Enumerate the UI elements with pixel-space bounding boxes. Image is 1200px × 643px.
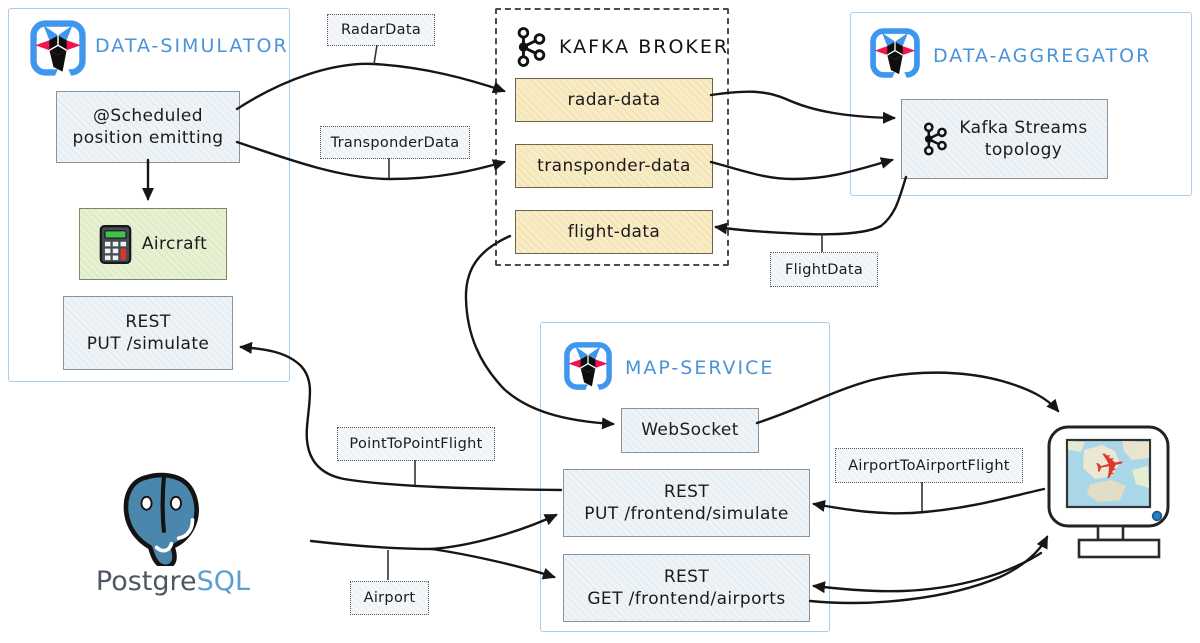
node-scheduled-position-emitting: @Scheduled position emitting: [56, 91, 240, 163]
postgresql-suffix: SQL: [196, 566, 251, 597]
node-rest-get-frontend-airports: REST GET /frontend/airports: [563, 554, 810, 622]
service-title-data-aggregator: DATA-AGGREGATOR: [933, 45, 1152, 67]
transponder-data-label-text: TransponderData: [330, 134, 460, 151]
flight-topic-label: flight-data: [567, 221, 661, 242]
websocket-label: WebSocket: [641, 420, 739, 441]
node-rest-put-simulate: REST PUT /simulate: [63, 296, 233, 370]
node-topic-flight-data: flight-data: [515, 210, 713, 254]
container-kafka-broker: KAFKA BROKER radar-data transponder-data…: [495, 8, 729, 266]
kafka-streams-line2: topology: [984, 140, 1063, 160]
tick-radar-data-label: [373, 44, 378, 65]
arrow-monitor-to-get-frontend-airports: [812, 551, 1043, 594]
kafka-streams-line1: Kafka Streams: [959, 117, 1088, 138]
rest-frontend-airports-line1: REST: [663, 566, 710, 587]
service-title-map-service: MAP-SERVICE: [625, 357, 775, 379]
container-data-simulator: DATA-SIMULATOR @Scheduled position emitt…: [8, 8, 290, 382]
scheduled-line2: position emitting: [72, 128, 224, 148]
rest-simulate-line1: REST: [125, 311, 171, 332]
node-topic-transponder-data: transponder-data: [515, 144, 713, 188]
rest-frontend-simulate-line1: REST: [663, 481, 710, 502]
arrow-get-frontend-airports-to-monitor: [808, 535, 1049, 605]
line-postgresql-trunk: [309, 539, 434, 551]
node-websocket: WebSocket: [621, 408, 759, 453]
container-map-service: MAP-SERVICE WebSocket REST PUT /frontend…: [540, 322, 830, 632]
service-title-data-simulator: DATA-SIMULATOR: [95, 35, 289, 57]
arrow-monitor-to-put-frontend-simulate: [812, 487, 1046, 515]
arrow-postgresql-to-put-frontend-simulate: [430, 513, 558, 551]
node-rest-put-frontend-simulate: REST PUT /frontend/simulate: [563, 469, 810, 537]
label-flight-data: FlightData: [770, 252, 878, 287]
quarkus-icon: [29, 19, 87, 77]
label-radar-data: RadarData: [327, 14, 435, 46]
postgresql-group: PostgreSQL: [88, 462, 258, 607]
scheduled-line1: @Scheduled: [93, 105, 203, 126]
calculator-icon: [99, 224, 132, 265]
label-point-to-point-flight: PointToPointFlight: [337, 427, 495, 461]
label-transponder-data: TransponderData: [320, 126, 470, 159]
postgresql-wordmark: PostgreSQL: [88, 566, 258, 597]
rest-frontend-simulate-line2: PUT /frontend/simulate: [584, 504, 789, 524]
point-to-point-flight-label-text: PointToPointFlight: [349, 436, 483, 452]
node-kafka-streams-topology: Kafka Streams topology: [901, 99, 1108, 179]
postgresql-elephant-icon: [118, 470, 210, 570]
airport-label-text: Airport: [363, 590, 416, 606]
airport-to-airport-flight-label-text: AirportToAirportFlight: [848, 457, 1010, 474]
label-airport: Airport: [350, 581, 429, 615]
label-airport-to-airport-flight: AirportToAirportFlight: [835, 448, 1023, 483]
quarkus-icon: [869, 27, 921, 79]
node-topic-radar-data: radar-data: [515, 78, 713, 122]
rest-simulate-line2: PUT /simulate: [86, 334, 210, 354]
postgresql-prefix: Postgre: [95, 566, 197, 597]
transponder-topic-label: transponder-data: [537, 155, 691, 176]
rest-frontend-airports-line2: GET /frontend/airports: [587, 589, 786, 609]
node-aircraft: Aircraft: [79, 208, 227, 280]
service-title-kafka-broker: KAFKA BROKER: [559, 36, 730, 58]
radar-data-label-text: RadarData: [340, 22, 421, 38]
flight-data-label-text: FlightData: [784, 261, 864, 278]
quarkus-icon: [563, 341, 613, 391]
arrow-postgresql-to-get-frontend-airports: [430, 547, 556, 580]
kafka-icon: [514, 26, 548, 68]
aircraft-label: Aircraft: [141, 233, 208, 254]
container-data-aggregator: DATA-AGGREGATOR Kafka Streams topology: [850, 12, 1192, 196]
monitor-with-map-icon: ✈: [1040, 418, 1200, 563]
radar-topic-label: radar-data: [567, 89, 661, 110]
kafka-icon: [921, 121, 949, 157]
